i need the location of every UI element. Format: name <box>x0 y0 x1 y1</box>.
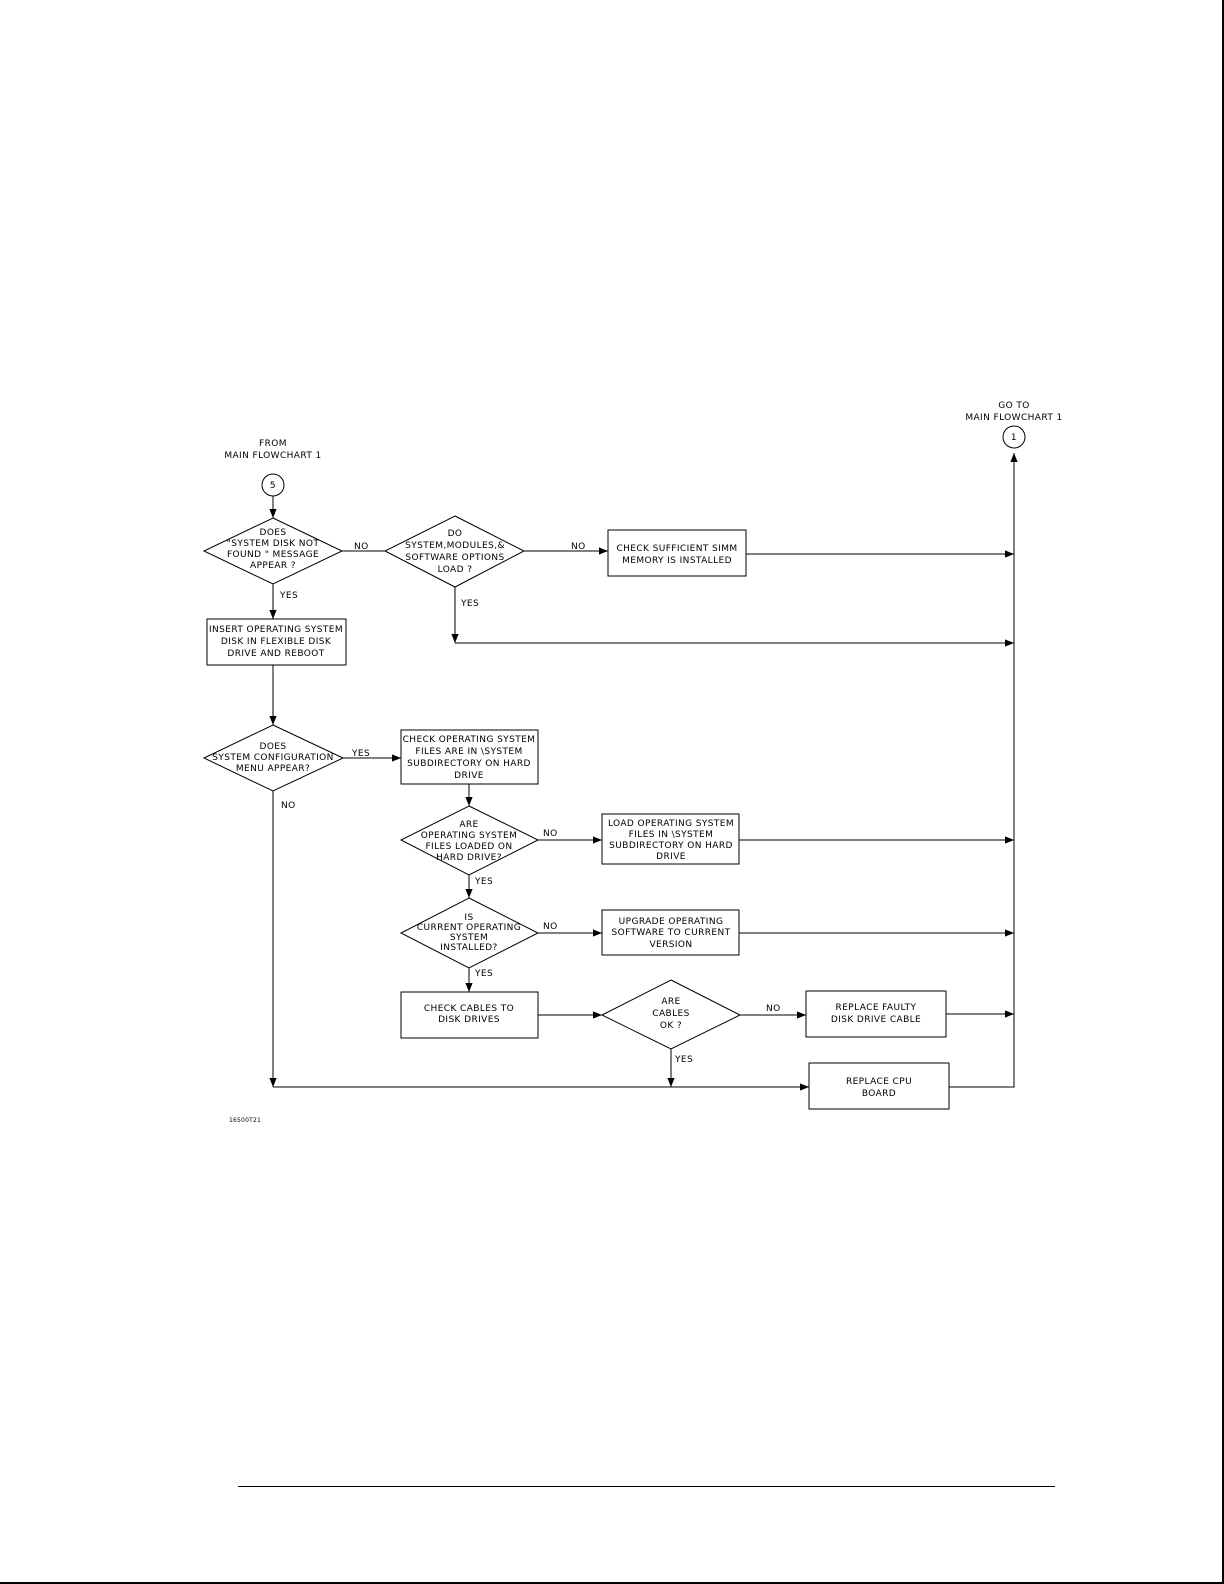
process-check-disk-cables: CHECK CABLES TO DISK DRIVES <box>400 991 539 1039</box>
footer-rule <box>238 1486 1055 1487</box>
d5-line-2: CURRENT OPERATING <box>417 923 521 933</box>
bottom-edge-rule <box>0 1582 1224 1584</box>
p-check-files-line-3: SUBDIRECTORY ON HARD <box>407 759 531 769</box>
p-upgrade-line-1: UPGRADE OPERATING <box>619 917 724 927</box>
process-load-os-files: LOAD OPERATING SYSTEM FILES IN \SYSTEM S… <box>601 813 740 865</box>
process-replace-cpu-board: REPLACE CPU BOARD <box>808 1062 950 1110</box>
p-insert-line-1: INSERT OPERATING SYSTEM <box>209 625 343 635</box>
goto-label-line-2: MAIN FLOWCHART 1 <box>965 413 1062 423</box>
p-insert-line-2: DISK IN FLEXIBLE DISK <box>221 637 332 647</box>
d1-line-2: "SYSTEM DISK NOT <box>227 539 320 549</box>
d4-line-2: OPERATING SYSTEM <box>421 831 518 841</box>
goto-label-line-1: GO TO <box>998 401 1030 411</box>
right-edge-rule <box>1222 0 1224 1584</box>
p-cables-line-2: DISK DRIVES <box>438 1015 500 1025</box>
d3-line-3: MENU APPEAR? <box>236 764 310 774</box>
from-connector: FROM MAIN FLOWCHART 1 5 <box>224 439 321 497</box>
p-replace-cable-line-1: REPLACE FAULTY <box>836 1003 917 1013</box>
d2-line-1: DO <box>448 529 463 539</box>
p-simm-line-2: MEMORY IS INSTALLED <box>622 556 732 566</box>
label-d4-no: NO <box>543 829 558 839</box>
p-simm-line-1: CHECK SUFFICIENT SIMM <box>616 544 737 554</box>
d2-line-4: LOAD ? <box>438 565 473 575</box>
decision-cables-ok: ARE CABLES OK ? <box>600 979 742 1050</box>
d4-line-1: ARE <box>459 820 478 830</box>
label-d4-yes: YES <box>474 877 493 887</box>
label-d6-yes: YES <box>674 1055 693 1065</box>
p-insert-line-3: DRIVE AND REBOOT <box>227 649 324 659</box>
decision-current-os-installed: IS CURRENT OPERATING SYSTEM INSTALLED? <box>399 897 540 969</box>
decision-os-files-loaded: ARE OPERATING SYSTEM FILES LOADED ON HAR… <box>399 805 540 876</box>
label-d6-no: NO <box>766 1004 781 1014</box>
flow-lines <box>269 453 1018 1091</box>
label-d2-yes: YES <box>460 599 479 609</box>
d1-line-4: APPEAR ? <box>250 561 296 571</box>
process-replace-faulty-cable: REPLACE FAULTY DISK DRIVE CABLE <box>805 990 947 1038</box>
decision-system-configuration-menu: DOES SYSTEM CONFIGURATION MENU APPEAR? <box>202 724 345 792</box>
d4-line-4: HARD DRIVE? <box>436 853 502 863</box>
label-d1-yes: YES <box>279 591 298 601</box>
d3-line-2: SYSTEM CONFIGURATION <box>212 753 334 763</box>
edge-labels: NO NO YES YES YES NO NO YES NO YES NO YE… <box>279 542 781 1065</box>
d6-line-1: ARE <box>661 997 680 1007</box>
process-upgrade-os-software: UPGRADE OPERATING SOFTWARE TO CURRENT VE… <box>601 909 740 956</box>
p-cpu-line-2: BOARD <box>862 1089 896 1099</box>
edge-cpu-to-right-rail <box>949 1073 1015 1088</box>
process-insert-os-disk: INSERT OPERATING SYSTEM DISK IN FLEXIBLE… <box>206 618 347 666</box>
d5-line-4: INSTALLED? <box>440 943 497 953</box>
d5-line-1: IS <box>464 913 473 923</box>
from-label-line-1: FROM <box>259 439 287 449</box>
p-replace-cable-line-2: DISK DRIVE CABLE <box>831 1015 921 1025</box>
label-d2-no: NO <box>571 542 586 552</box>
d2-line-3: SOFTWARE OPTIONS <box>405 553 504 563</box>
d1-line-1: DOES <box>259 528 286 538</box>
d6-line-2: CABLES <box>652 1009 689 1019</box>
label-d5-no: NO <box>543 922 558 932</box>
p-load-files-line-1: LOAD OPERATING SYSTEM <box>608 819 734 829</box>
goto-connector-circle <box>1002 425 1026 449</box>
p-upgrade-line-2: SOFTWARE TO CURRENT <box>611 928 730 938</box>
from-connector-number: 5 <box>270 481 276 491</box>
p-check-files-line-2: FILES ARE IN \SYSTEM <box>415 747 522 757</box>
process-check-os-files: CHECK OPERATING SYSTEM FILES ARE IN \SYS… <box>400 729 539 785</box>
p-load-files-line-2: FILES IN \SYSTEM <box>629 830 714 840</box>
d5-line-3: SYSTEM <box>450 933 488 943</box>
p-load-files-line-3: SUBDIRECTORY ON HARD <box>609 841 733 851</box>
decision-software-options-load: DO SYSTEM,MODULES,& SOFTWARE OPTIONS LOA… <box>383 515 526 588</box>
d3-line-1: DOES <box>259 742 286 752</box>
p-check-files-line-4: DRIVE <box>454 771 484 781</box>
p-cables-line-1: CHECK CABLES TO <box>424 1004 514 1014</box>
d4-line-3: FILES LOADED ON <box>425 842 512 852</box>
from-connector-circle <box>261 473 285 497</box>
decision-system-disk-not-found: DOES "SYSTEM DISK NOT FOUND " MESSAGE AP… <box>202 517 344 585</box>
d6-line-3: OK ? <box>660 1021 682 1031</box>
label-d1-no: NO <box>354 542 369 552</box>
goto-connector: GO TO MAIN FLOWCHART 1 1 <box>965 401 1062 449</box>
p-cpu-line-1: REPLACE CPU <box>846 1077 912 1087</box>
p-load-files-line-4: DRIVE <box>656 852 686 862</box>
label-d3-yes: YES <box>351 749 370 759</box>
d1-line-3: FOUND " MESSAGE <box>227 550 319 560</box>
p-upgrade-line-3: VERSION <box>649 940 692 950</box>
p-check-files-line-1: CHECK OPERATING SYSTEM <box>403 735 536 745</box>
goto-connector-number: 1 <box>1011 433 1017 443</box>
process-check-simm-memory: CHECK SUFFICIENT SIMM MEMORY IS INSTALLE… <box>607 529 747 577</box>
figure-id: 16500T21 <box>229 1117 261 1124</box>
from-label-line-2: MAIN FLOWCHART 1 <box>224 451 321 461</box>
d2-line-2: SYSTEM,MODULES,& <box>405 541 505 551</box>
label-d5-yes: YES <box>474 969 493 979</box>
label-d3-no: NO <box>281 801 296 811</box>
